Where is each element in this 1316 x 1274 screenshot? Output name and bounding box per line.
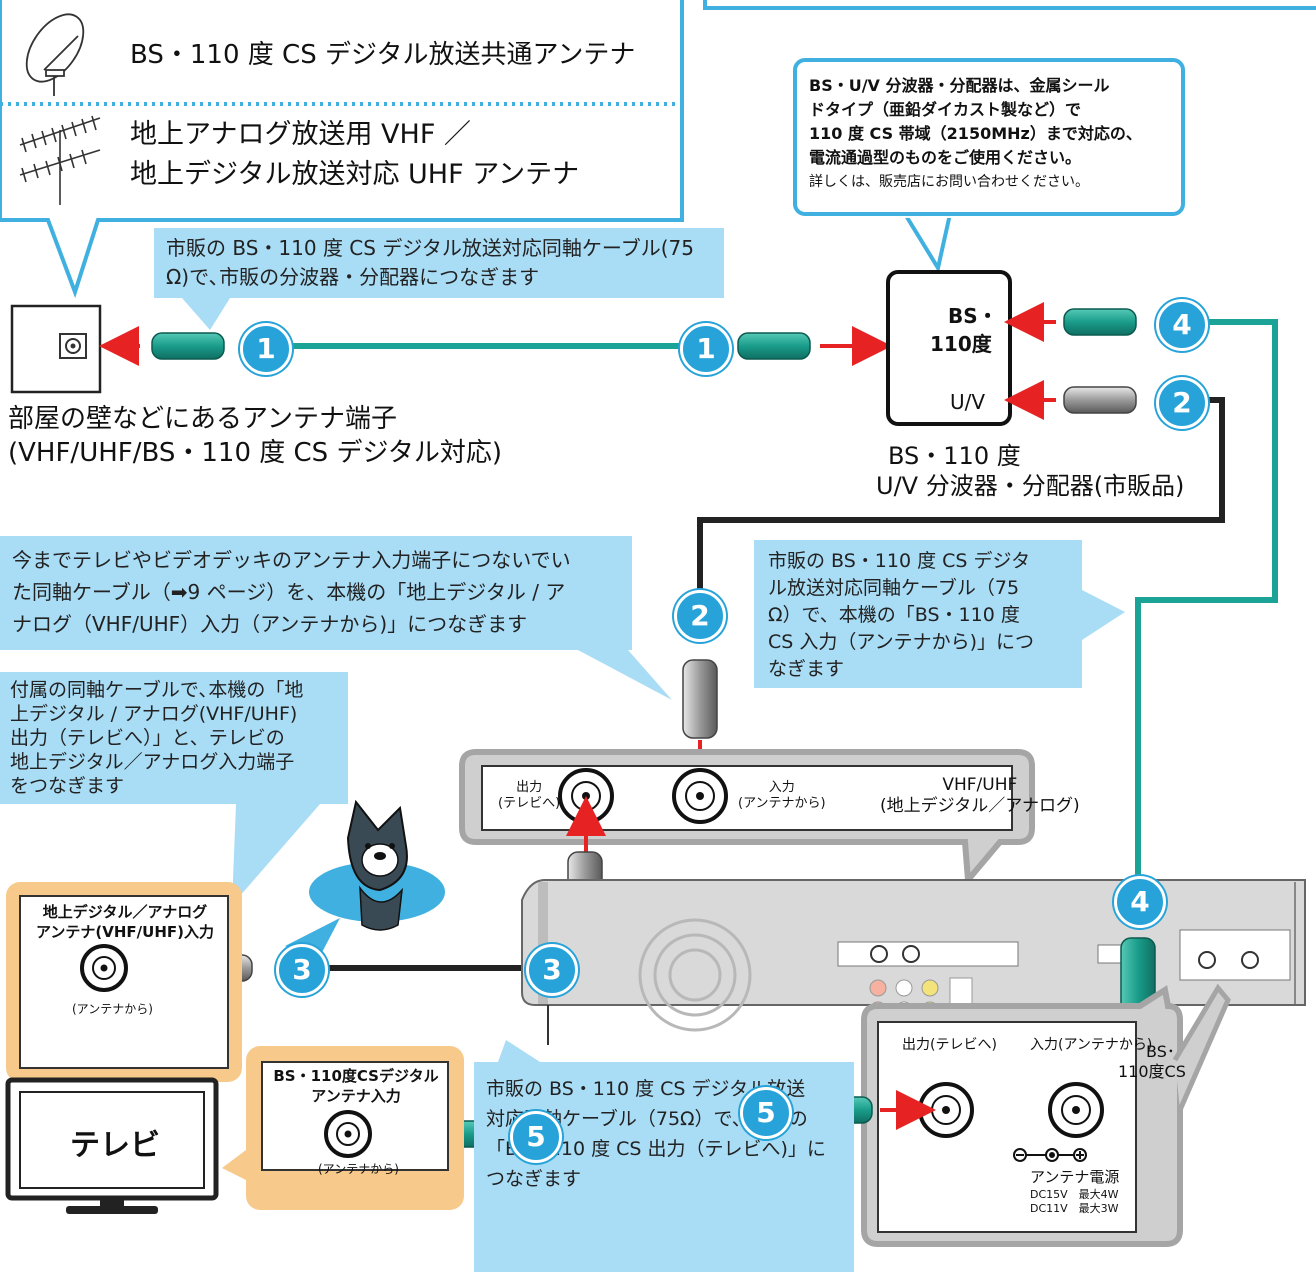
note-step-3-line-2: 上デジタル / アナログ(VHF/UHF) <box>10 703 298 725</box>
vhf-out-label-2: (テレビへ) <box>498 796 561 811</box>
note-step-5-line-3: 「BS・110 度 CS 出力（テレビへ)」に <box>486 1138 826 1160</box>
note-step-1-line-1: 市販の BS・110 度 CS デジタル放送対応同軸ケーブル(75 <box>166 236 694 260</box>
tv-terrestrial-title-1: 地上デジタル／アナログ <box>42 903 208 921</box>
splitter-note-line-2: ドタイプ（亜鉛ダイカスト製など）で <box>809 100 1082 119</box>
tv-terrestrial-title: 地上デジタル／アナログ アンテナ(VHF/UHF)入力 <box>32 902 218 942</box>
terrestrial-antenna-label-1: 地上アナログ放送用 VHF ／ <box>130 119 471 150</box>
vhf-panel-title-1: VHF/UHF <box>942 775 1018 795</box>
bs-panel-name-2: 110度CS <box>1118 1062 1186 1081</box>
tv-bs-title: BS・110度CSデジタル アンテナ入力 <box>270 1066 442 1106</box>
top-right-callout-edge <box>703 0 1316 10</box>
step-badge-5b: 5 <box>740 1087 792 1139</box>
vhf-panel-title-2: (地上デジタル／アナログ) <box>880 796 1080 816</box>
tv-terrestrial-title-2: アンテナ(VHF/UHF)入力 <box>36 923 214 941</box>
note-step-5-line-1: 市販の BS・110 度 CS デジタル放送 <box>486 1078 806 1100</box>
vhf-in-label-2: (アンテナから) <box>738 796 826 811</box>
bs-panel-name-1: BS･ <box>1146 1042 1175 1061</box>
step-badge-1a: 1 <box>240 323 292 375</box>
note-step-1: 市販の BS・110 度 CS デジタル放送対応同軸ケーブル(75 Ω)で､市販… <box>154 228 724 298</box>
step-badge-4b: 4 <box>1114 876 1166 928</box>
vhf-out-label-1: 出力 <box>516 780 543 795</box>
note-step-5-line-4: つなぎます <box>486 1168 582 1190</box>
bs-power-dc11: DC11V 最大3W <box>1030 1202 1119 1215</box>
note-step-4-line-3: Ω）で、本機の「BS・110 度 <box>768 604 1020 626</box>
note-step-4-line-5: なぎます <box>768 658 845 680</box>
note-step-5: 市販の BS・110 度 CS デジタル放送 対応同軸ケーブル（75Ω）で、本機… <box>474 1062 854 1272</box>
wall-terminal-plate <box>10 304 102 394</box>
step-badge-3a: 3 <box>276 944 328 996</box>
splitter-note-line-4: 電流通過型のものをご使用ください。 <box>809 148 1082 167</box>
splitter-bs-label-1: BS・ <box>948 304 998 328</box>
step-badge-2a: 2 <box>1156 377 1208 429</box>
step-badge-1b: 1 <box>680 323 732 375</box>
wall-terminal-label-2: (VHF/UHF/BS・110 度 CS デジタル対応) <box>8 438 503 468</box>
note-step-2: 今までテレビやビデオデッキのアンテナ入力端子につないでい た同軸ケーブル（➡9 … <box>0 536 632 650</box>
note-step-2-line-2: た同軸ケーブル（➡9 ページ）を、本機の「地上デジタル / ア <box>12 580 566 604</box>
satellite-dish-icon <box>25 13 85 96</box>
terrestrial-antenna-icon <box>19 115 101 205</box>
tv-bs-title-2: アンテナ入力 <box>311 1087 401 1105</box>
splitter-note-line-1: BS・U/V 分波器・分配器は、金属シール <box>809 76 1110 95</box>
bs-cs-antenna-label: BS・110 度 CS デジタル放送共通アンテナ <box>130 40 636 70</box>
note-step-4-line-2: ル放送対応同軸ケーブル（75 <box>768 577 1020 599</box>
dog-mascot-icon <box>285 799 445 960</box>
splitter-name-2: U/V 分波器・分配器(市販品) <box>876 472 1185 500</box>
tv-bs-title-1: BS・110度CSデジタル <box>273 1067 439 1085</box>
note-step-4: 市販の BS・110 度 CS デジタ ル放送対応同軸ケーブル（75 Ω）で、本… <box>754 540 1082 688</box>
vhf-out-label: 出力 (テレビへ) <box>498 780 560 812</box>
note-step-5-line-2: 対応同軸ケーブル（75Ω）で、本機の <box>486 1108 808 1130</box>
note-step-4-line-1: 市販の BS・110 度 CS デジタ <box>768 550 1031 572</box>
tv-label: テレビ <box>70 1128 160 1163</box>
splitter-note-line-3: 110 度 CS 帯域（2150MHz）まで対応の、 <box>809 124 1142 143</box>
step-badge-3b: 3 <box>526 944 578 996</box>
bs-out-label: 出力(テレビへ) <box>902 1037 997 1053</box>
note-step-3-line-4: 地上デジタル／アナログ入力端子 <box>10 751 295 773</box>
tv-set-icon <box>5 1077 219 1214</box>
note-step-4-line-4: CS 入力（アンテナから)」につ <box>768 631 1035 653</box>
terrestrial-antenna-label-2: 地上デジタル放送対応 UHF アンテナ <box>130 159 580 190</box>
tv-terrestrial-sub: (アンテナから) <box>72 1002 153 1016</box>
note-step-3-line-3: 出力（テレビへ）」と、テレビの <box>10 727 285 749</box>
splitter-uv-label: U/V <box>950 390 986 414</box>
bs-power-label: アンテナ電源 <box>1030 1168 1120 1186</box>
tv-bs-sub: (アンテナから) <box>318 1162 399 1176</box>
step-badge-5a: 5 <box>510 1111 562 1163</box>
note-step-1-line-2: Ω)で､市販の分波器・分配器につなぎます <box>166 265 540 289</box>
splitter-bs-label-2: 110度 <box>930 332 992 356</box>
vhf-panel-title: VHF/UHF (地上デジタル／アナログ) <box>880 775 1080 817</box>
vhf-in-label-1: 入力 <box>768 780 795 795</box>
step-badge-2b: 2 <box>674 590 726 642</box>
step-badge-4a: 4 <box>1156 299 1208 351</box>
note-step-2-line-1: 今までテレビやビデオデッキのアンテナ入力端子につないでい <box>12 548 571 572</box>
splitter-note: BS・U/V 分波器・分配器は、金属シール ドタイプ（亜鉛ダイカスト製など）で … <box>793 58 1185 216</box>
splitter-name-1: BS・110 度 <box>888 442 1021 470</box>
note-step-2-line-3: ナログ（VHF/UHF）入力（アンテナから)」につなぎます <box>12 612 528 636</box>
note-step-3-line-1: 付属の同軸ケーブルで､本機の「地 <box>10 679 304 701</box>
splitter-note-small: 詳しくは、販売店にお問い合わせください。 <box>809 174 1089 190</box>
wall-terminal-label-1: 部屋の壁などにあるアンテナ端子 <box>8 404 397 434</box>
note-step-3: 付属の同軸ケーブルで､本機の「地 上デジタル / アナログ(VHF/UHF) 出… <box>0 672 348 804</box>
antenna-callout-box <box>0 0 684 299</box>
note-step-3-line-5: をつなぎます <box>10 775 125 797</box>
bs-power-dc15: DC15V 最大4W <box>1030 1188 1119 1201</box>
splitter-box <box>886 270 1012 426</box>
vhf-in-label: 入力 (アンテナから) <box>738 780 826 812</box>
bs-in-label: 入力(アンテナから) <box>1030 1037 1153 1053</box>
